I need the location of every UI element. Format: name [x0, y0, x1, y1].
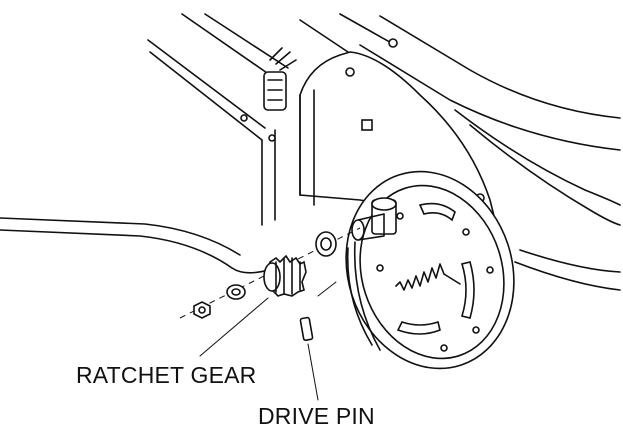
axle-hub	[351, 197, 397, 241]
frame-right-rails	[299, 13, 621, 291]
frame-rails	[0, 13, 291, 274]
washer-large	[315, 231, 337, 257]
drive-pin-label: DRIVE PIN	[258, 403, 375, 429]
hex-nut	[193, 301, 211, 319]
drive-pin	[299, 316, 314, 342]
ratchet-gear-label: RATCHET GEAR	[76, 362, 257, 388]
ratchet-gear-leader-line	[199, 297, 269, 357]
washer-small	[226, 284, 246, 300]
ratchet-gear	[263, 254, 307, 297]
drive-pin-insert-guide	[317, 281, 337, 297]
torsion-spring	[395, 263, 461, 291]
drive-pin-leader-line	[307, 343, 319, 401]
spring-clip	[240, 47, 297, 142]
